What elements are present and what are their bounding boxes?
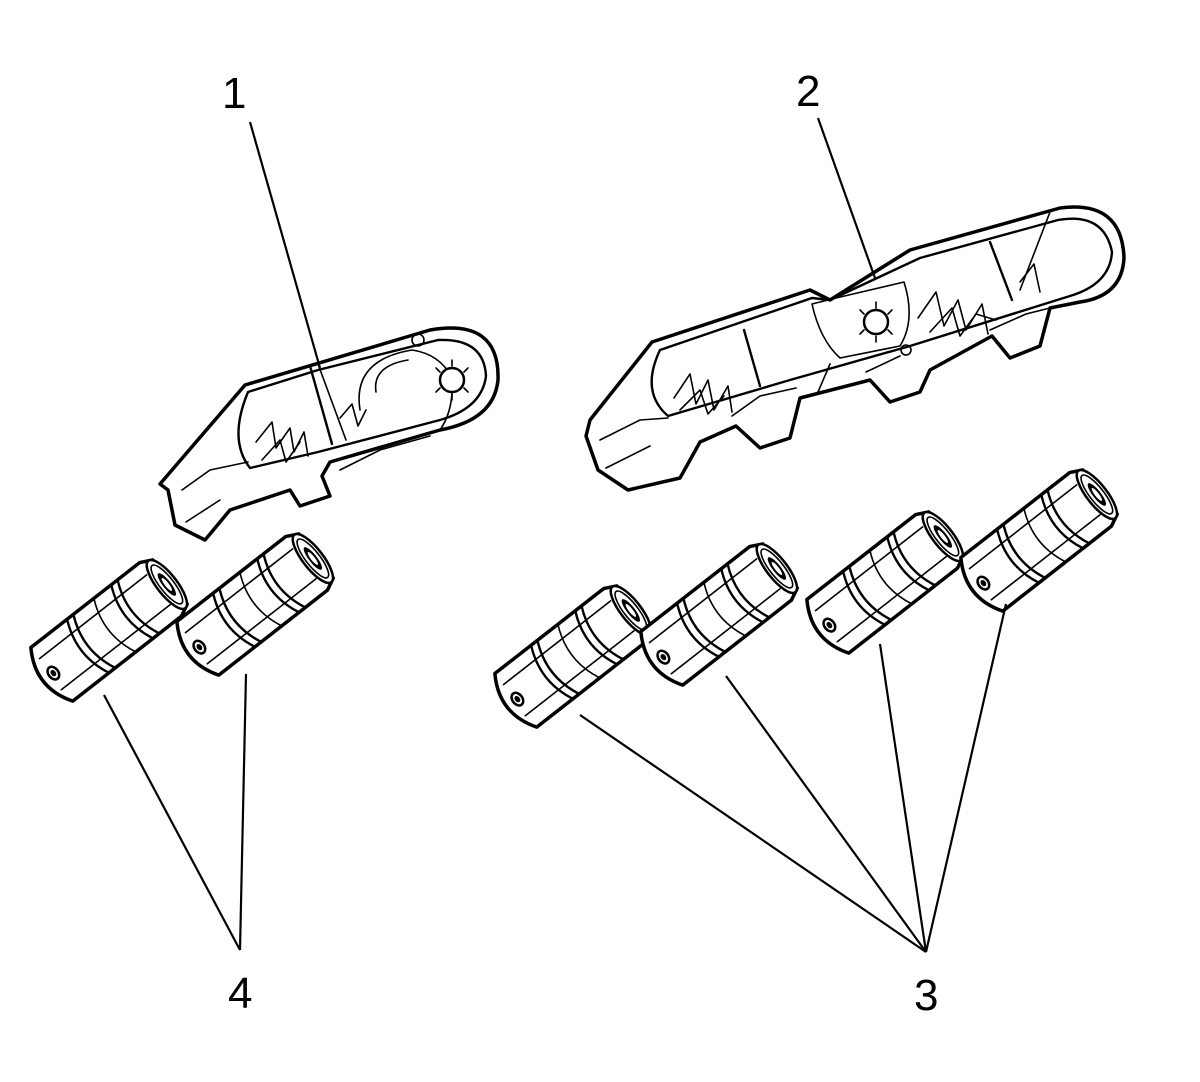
callout-1: 1 <box>222 69 246 118</box>
lifter-3d <box>950 459 1128 620</box>
roller-follower-single <box>158 326 500 542</box>
callout-4: 4 <box>228 969 252 1018</box>
lifter-3c <box>796 501 974 662</box>
callout-3: 3 <box>914 971 938 1020</box>
lifter-3a <box>484 575 662 736</box>
leader-line-1 <box>248 121 322 369</box>
leader-lines-3 <box>579 603 1008 953</box>
roller-follower-dual <box>584 205 1126 492</box>
callout-2: 2 <box>796 67 820 116</box>
leader-line-2 <box>816 117 877 279</box>
lifter-4a <box>20 549 198 710</box>
lifter-3b <box>630 533 808 694</box>
lifter-4b <box>166 523 344 684</box>
leader-lines-4 <box>103 673 248 951</box>
